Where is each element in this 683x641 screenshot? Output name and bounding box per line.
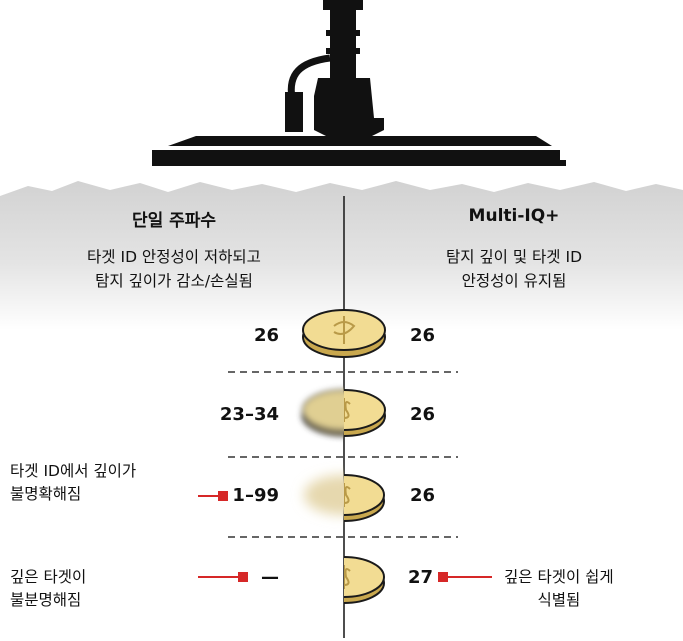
right-column-heading: Multi-IQ+ bbox=[468, 206, 560, 226]
left-column-description: 타겟 ID 안정성이 저하되고 탐지 깊이가 감소/손실됨 bbox=[54, 245, 294, 293]
right-description-line-1: 탐지 깊이 및 타겟 ID bbox=[445, 248, 583, 266]
coin-row-1 bbox=[302, 309, 386, 358]
right-description-line-2: 안정성이 유지됨 bbox=[461, 272, 567, 290]
right-column-description: 탐지 깊이 및 타겟 ID 안정성이 유지됨 bbox=[394, 245, 634, 293]
right-id-row-2: 26 bbox=[410, 404, 436, 425]
annotation-left-row3-line-2: 불명확해짐 bbox=[10, 485, 82, 503]
left-column-heading: 단일 주파수 bbox=[131, 211, 217, 231]
coin-row-3 bbox=[304, 474, 385, 522]
annotation-left-row3-line-1: 타겟 ID에서 깊이가 bbox=[10, 462, 137, 480]
right-id-row-1: 26 bbox=[410, 325, 436, 346]
search-coil bbox=[152, 0, 566, 166]
left-id-row-1: 26 bbox=[253, 325, 279, 346]
annotation-right-row4-line-1: 깊은 타겟이 쉽게 bbox=[504, 568, 614, 586]
annotation-left-row3: 타겟 ID에서 깊이가 불명확해짐 bbox=[10, 460, 136, 506]
left-description-line-2: 탐지 깊이가 감소/손실됨 bbox=[95, 272, 253, 290]
annotation-right-row4: 깊은 타겟이 쉽게 식별됨 bbox=[504, 566, 614, 612]
annotation-left-row4: 깊은 타겟이 불분명해짐 bbox=[10, 566, 86, 612]
annotation-left-row4-line-1: 깊은 타겟이 bbox=[10, 568, 87, 586]
marker-left-row4 bbox=[198, 572, 248, 582]
annotation-right-row4-line-2: 식별됨 bbox=[537, 591, 581, 609]
marker-right-row4 bbox=[438, 572, 492, 582]
left-id-row-4: — bbox=[261, 567, 279, 588]
left-id-row-3: 1–99 bbox=[232, 485, 279, 506]
right-id-row-3: 26 bbox=[410, 485, 436, 506]
left-description-line-1: 타겟 ID 안정성이 저하되고 bbox=[87, 248, 261, 266]
right-id-row-4: 27 bbox=[408, 567, 434, 588]
annotation-left-row4-line-2: 불분명해짐 bbox=[10, 591, 82, 609]
coin-row-4 bbox=[344, 556, 385, 604]
soil-band bbox=[0, 181, 683, 330]
marker-left-row3 bbox=[198, 491, 228, 501]
coin-row-2 bbox=[301, 389, 386, 437]
left-id-row-2: 23–34 bbox=[219, 404, 279, 425]
